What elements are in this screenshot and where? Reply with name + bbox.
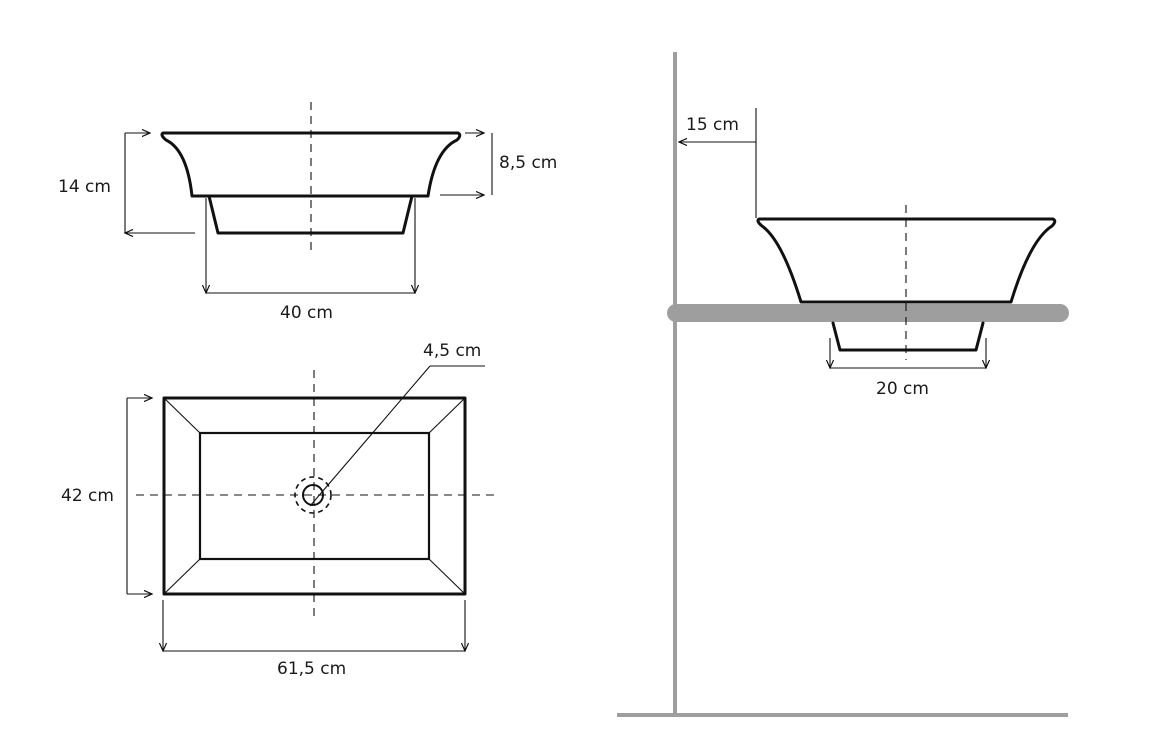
drain-hole-icon	[302, 484, 324, 506]
basin-side-profile	[160, 131, 462, 198]
install-base-width-label: 20 cm	[876, 379, 929, 399]
installed-basin-profile	[756, 217, 1057, 304]
installed-basin-base	[831, 321, 985, 352]
drain-diameter-label: 4,5 cm	[423, 341, 481, 361]
corner-line-tl	[163, 397, 201, 434]
corner-line-bl	[163, 558, 201, 595]
base-width-label: 40 cm	[280, 303, 333, 323]
top-view: 4,5 cm 42 cm 61,5 cm	[61, 341, 500, 679]
side-height-label: 14 cm	[58, 177, 111, 197]
top-width-label: 61,5 cm	[277, 659, 346, 679]
corner-line-tr	[428, 397, 466, 434]
drain-leader-line	[309, 365, 431, 507]
wall-distance-label: 15 cm	[686, 115, 739, 135]
side-view: 14 cm 8,5 cm 40 cm	[58, 102, 557, 323]
top-depth-label: 42 cm	[61, 486, 114, 506]
corner-line-br	[428, 558, 466, 595]
bowl-depth-label: 8,5 cm	[499, 153, 557, 173]
installation-view: 15 cm 20 cm	[617, 52, 1069, 717]
drain-outer-ring	[294, 476, 332, 514]
